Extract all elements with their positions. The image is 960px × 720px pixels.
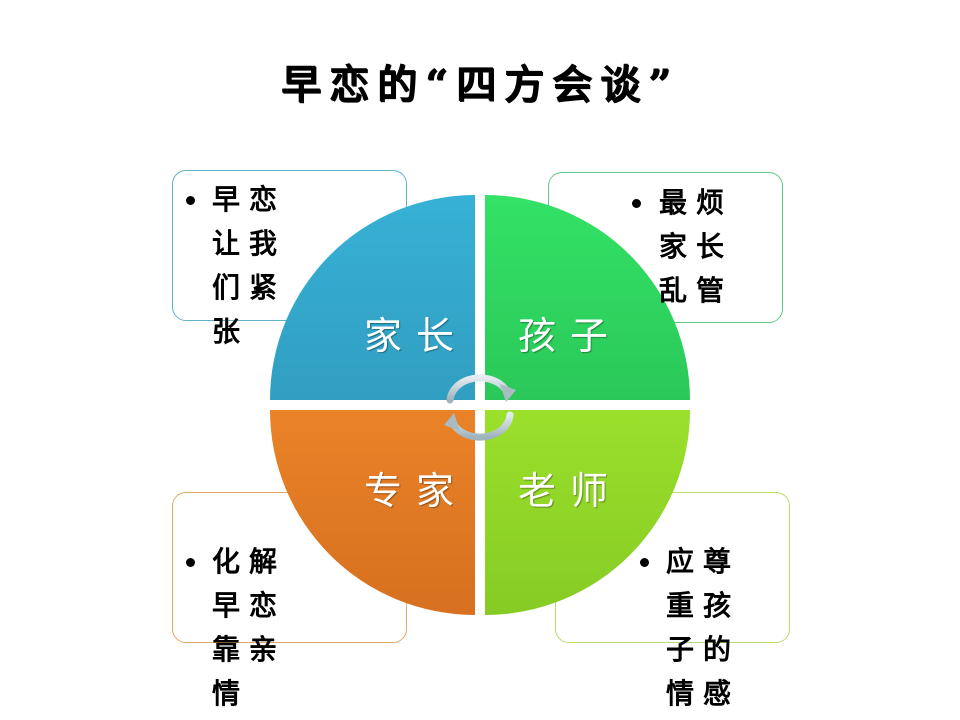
bullet-icon <box>640 558 649 567</box>
note-child: 最烦家长乱管 <box>659 186 734 307</box>
note-parents: 早恋让我们紧张 <box>212 183 287 348</box>
bullet-icon <box>632 199 641 208</box>
bullet-icon <box>186 558 195 567</box>
quadrant-label-child: 孩子 <box>518 314 623 358</box>
quadrant-label-expert: 专家 <box>364 469 469 513</box>
cycle-arrows-icon <box>444 374 516 441</box>
quadrant-expert <box>270 410 475 615</box>
quadrant-label-teacher: 老师 <box>518 469 623 513</box>
note-teacher: 应尊重孩子的情感 <box>666 545 741 710</box>
quadrant-teacher <box>485 410 690 615</box>
bullet-icon <box>186 196 195 205</box>
quadrant-parents <box>270 195 475 400</box>
quadrant-label-parents: 家长 <box>364 314 469 358</box>
slide-title: 早恋的“四方会谈” <box>280 61 679 108</box>
quadrant-child <box>485 195 690 400</box>
note-expert: 化解早恋靠亲情 <box>212 545 287 710</box>
